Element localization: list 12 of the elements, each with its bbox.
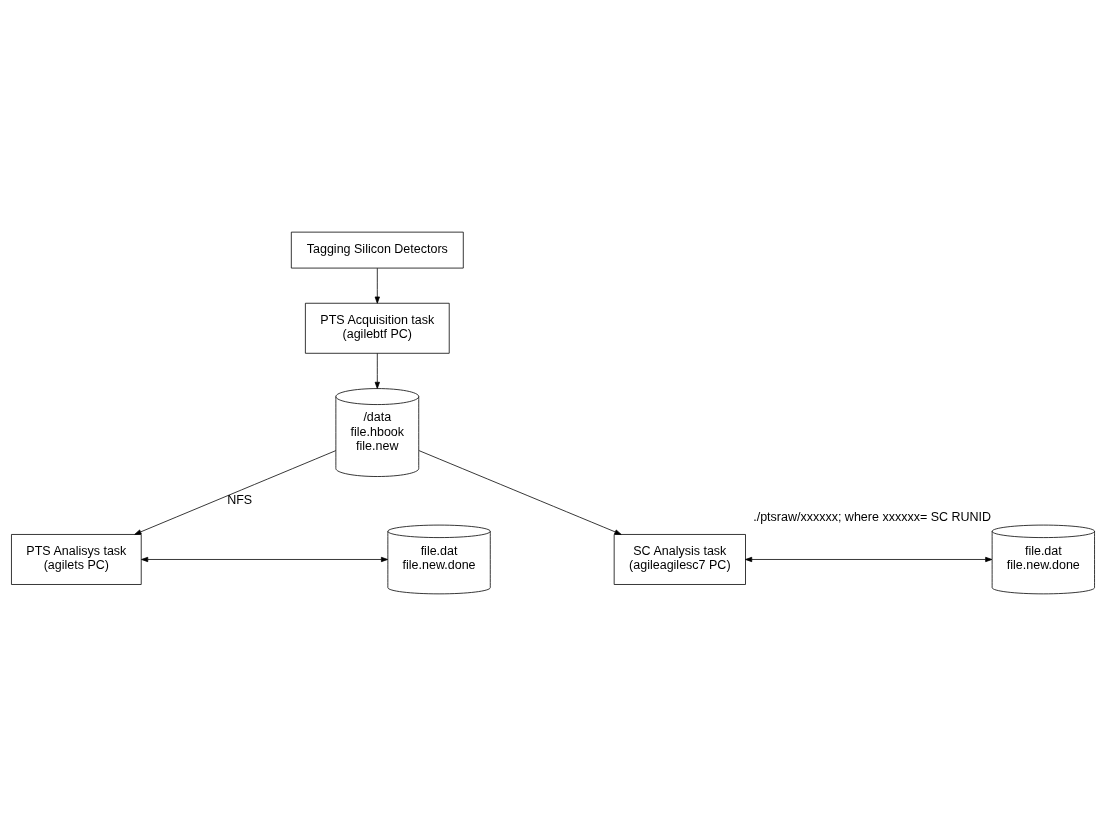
node-box: PTS Analisys task (agilets PC) <box>11 534 142 585</box>
node-label: ./ptsraw/xxxxxx; where xxxxxx= SC RUNID <box>753 510 992 525</box>
arrow <box>374 267 380 304</box>
arrow <box>141 556 388 563</box>
arrow <box>418 450 622 535</box>
arrow <box>134 450 337 535</box>
node-box: SC Analysis task (agileagilesc7 PC) <box>613 534 746 585</box>
node-box: Tagging Silicon Detectors <box>290 231 464 269</box>
edge-label: NFS <box>227 492 253 507</box>
node-box: PTS Acquisition task (agilebtf PC) <box>305 302 450 354</box>
arrow <box>745 556 993 563</box>
arrow <box>374 353 380 389</box>
